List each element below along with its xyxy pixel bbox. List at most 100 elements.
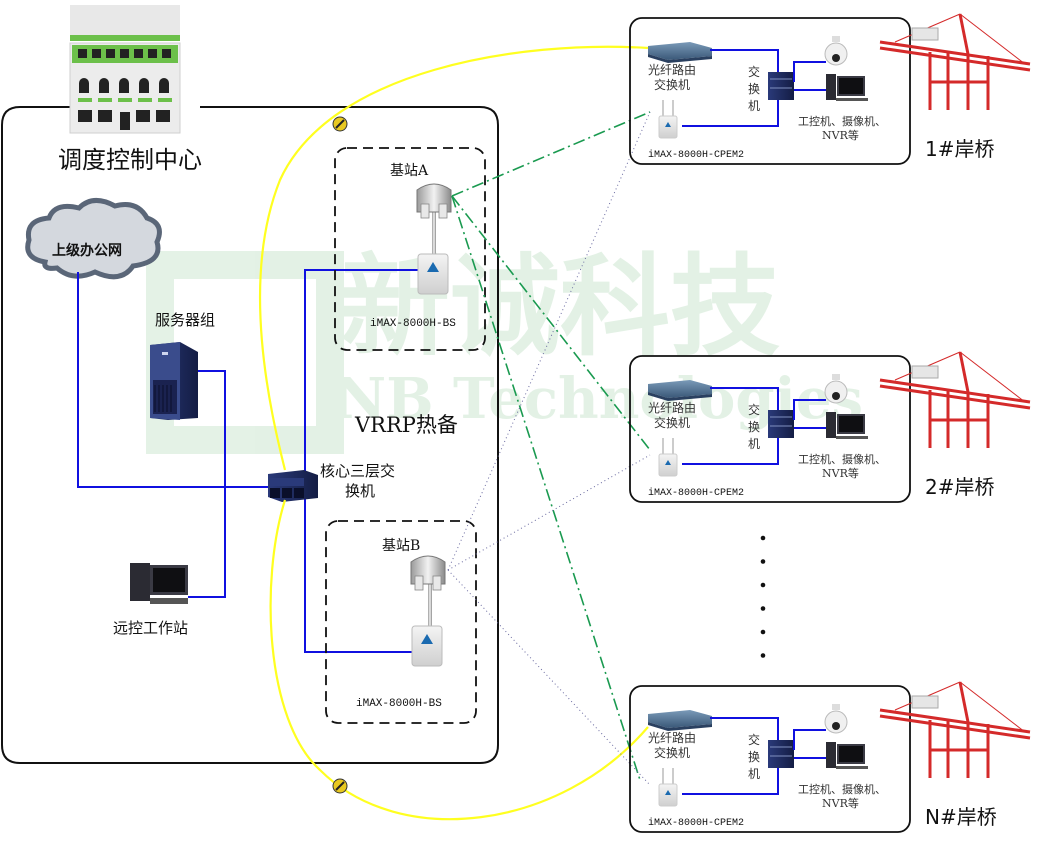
ellipsis-dot — [760, 653, 766, 658]
pc-icon — [826, 74, 868, 101]
crane-sections: 光纤路由交换机iMAX-8000H-CPEM2交换机工控机、摄像机、NVR等1#… — [629, 13, 1031, 833]
cpe-icon — [658, 100, 678, 139]
crane-section-boundary — [629, 355, 911, 503]
fiber-connector-icon — [332, 116, 348, 132]
vrrp-label: VRRP热备 — [354, 413, 458, 437]
router-label-2: 交换机 — [654, 415, 690, 430]
ellipsis-dot — [760, 535, 766, 541]
router-label-2: 交换机 — [654, 745, 690, 760]
switch-label-char: 机 — [748, 437, 760, 451]
cpe-model-label: iMAX-8000H-CPEM2 — [648, 149, 744, 161]
cpe-model-label: iMAX-8000H-CPEM2 — [648, 817, 744, 829]
switch-label-char: 换 — [748, 750, 760, 764]
wireless-a-craneN — [451, 195, 641, 781]
fiber-connector-icon — [332, 778, 348, 794]
switch-label-char: 交 — [748, 402, 760, 417]
switch-label-char: 换 — [748, 82, 760, 96]
ellipsis-dot — [760, 559, 766, 564]
switch-label-char: 交 — [748, 64, 760, 79]
bs-unit-icon — [417, 253, 449, 295]
crane-icon — [879, 351, 1031, 448]
camera-icon — [824, 36, 848, 66]
link-switch-camera — [793, 61, 826, 82]
link-core-bs-b — [304, 487, 418, 653]
router-label-1: 光纤路由 — [648, 62, 696, 77]
crane-section: 光纤路由交换机iMAX-8000H-CPEM2交换机工控机、摄像机、NVR等1#… — [629, 13, 1031, 165]
ethernet-links — [682, 387, 826, 465]
ellipsis-dot — [760, 629, 766, 635]
core-switch-icon — [268, 470, 318, 502]
base-station-a-boundary — [334, 147, 486, 351]
control-center-title: 调度控制中心 — [58, 146, 202, 174]
crane-section: 光纤路由交换机iMAX-8000H-CPEM2交换机工控机、摄像机、NVR等N#… — [629, 681, 1031, 833]
base-station-b-model: iMAX-8000H-BS — [356, 698, 442, 710]
base-station-a-label: 基站A — [390, 162, 429, 179]
core-switch-label-1: 核心三层交 — [320, 462, 395, 480]
wireless-a-crane2 — [451, 195, 651, 451]
base-station-b-label: 基站B — [382, 537, 420, 554]
pc-icon — [826, 742, 868, 769]
pc-icon — [826, 412, 868, 439]
switch-icon — [768, 740, 794, 768]
base-station-a: 基站A iMAX-8000H-BS — [334, 147, 486, 351]
devices-label-1: 工控机、摄像机、 — [798, 452, 886, 466]
link-router-switch — [710, 717, 779, 740]
crane-icon — [879, 681, 1031, 778]
fiber-core-to-craneN — [269, 499, 649, 821]
base-station-b-boundary — [325, 520, 477, 724]
switch-label-char: 机 — [748, 99, 760, 113]
fiber-router-icon — [648, 380, 712, 401]
base-station-b: 基站B iMAX-8000H-BS — [325, 520, 477, 724]
crane-icon — [879, 13, 1031, 110]
camera-icon — [824, 704, 848, 734]
switch-icon — [768, 72, 794, 100]
base-station-a-model: iMAX-8000H-BS — [370, 318, 456, 330]
switch-label-char: 机 — [748, 767, 760, 781]
ellipsis-dot — [760, 582, 766, 588]
crane-section-boundary — [629, 685, 911, 833]
link-switch-camera — [793, 399, 826, 420]
link-server-workstation — [188, 370, 226, 598]
router-label-1: 光纤路由 — [648, 730, 696, 745]
core-switch-label-2: 换机 — [345, 482, 375, 500]
router-label-2: 交换机 — [654, 77, 690, 92]
workstation-icon — [130, 563, 188, 604]
ellipsis-dot — [760, 606, 766, 611]
devices-label-2: NVR等 — [822, 796, 859, 810]
cloud-icon — [25, 198, 162, 280]
link-cloud-core — [77, 272, 272, 488]
cpe-icon — [658, 768, 678, 807]
workstation-label: 远控工作站 — [113, 619, 188, 637]
antenna-icon — [416, 183, 452, 256]
link-cpe-switch — [682, 438, 779, 465]
switch-label-char: 交 — [748, 732, 760, 747]
cloud-label: 上级办公网 — [52, 242, 122, 259]
ellipsis-dots — [760, 535, 766, 658]
devices-label-1: 工控机、摄像机、 — [798, 114, 886, 128]
wireless-a-crane1 — [451, 111, 651, 197]
link-cpe-switch — [682, 100, 779, 127]
bs-unit-icon — [411, 625, 443, 667]
wireless-links — [447, 111, 651, 786]
switch-label-char: 换 — [748, 420, 760, 434]
link-router-switch — [710, 49, 779, 72]
wireless-b-craneN — [447, 569, 651, 786]
link-switch-camera — [793, 729, 826, 750]
devices-label-1: 工控机、摄像机、 — [798, 782, 886, 796]
crane-name: 2#岸桥 — [925, 475, 994, 499]
crane-name: N#岸桥 — [925, 805, 997, 829]
devices-label-2: NVR等 — [822, 128, 859, 142]
ethernet-links — [682, 717, 826, 795]
watermark: 新诚科技 NB Technologies — [146, 243, 863, 454]
ethernet-links-core — [77, 269, 418, 653]
router-label-1: 光纤路由 — [648, 400, 696, 415]
crane-section-boundary — [629, 17, 911, 165]
fiber-core-to-crane1 — [258, 45, 649, 471]
control-center-boundary — [1, 106, 499, 764]
wireless-b-crane2 — [447, 454, 651, 571]
crane-name: 1#岸桥 — [925, 137, 994, 161]
crane-section: 光纤路由交换机iMAX-8000H-CPEM2交换机工控机、摄像机、NVR等2#… — [629, 351, 1031, 503]
switch-icon — [768, 410, 794, 438]
watermark-cn: 新诚科技 — [340, 243, 780, 371]
